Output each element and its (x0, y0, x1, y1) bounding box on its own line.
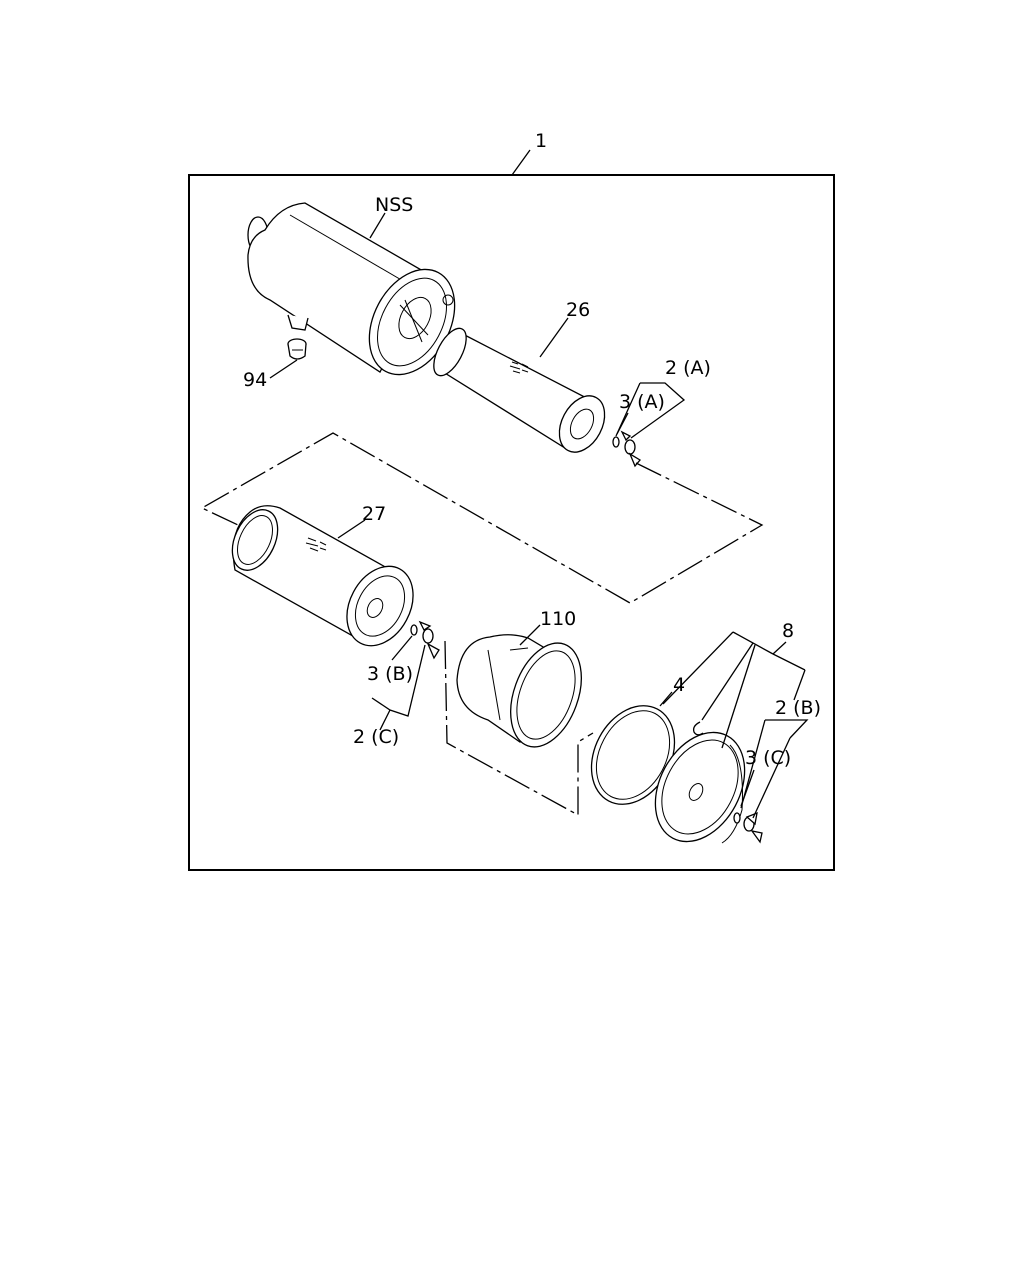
end-cover (654, 731, 746, 844)
callout-nss: NSS (375, 194, 413, 216)
callout-8: 8 (782, 620, 794, 642)
callout-3a: 3 (A) (619, 391, 665, 413)
wing-nut-a (612, 430, 641, 468)
retaining-clip (692, 721, 704, 736)
callout-2c: 2 (C) (353, 726, 399, 748)
callout-94: 94 (243, 369, 267, 391)
callout-3c: 3 (C) (745, 747, 791, 769)
callout-3b: 3 (B) (367, 663, 413, 685)
inner-filter-element (231, 505, 414, 647)
air-cleaner-housing (247, 202, 456, 376)
callout-2a: 2 (A) (665, 357, 711, 379)
outlet-elbow (456, 634, 582, 748)
outer-filter-element (433, 327, 606, 453)
drain-plug (287, 338, 307, 360)
wing-nut-c (733, 811, 763, 844)
callout-1: 1 (535, 130, 547, 152)
callout-2b: 2 (B) (775, 697, 821, 719)
callout-27: 27 (362, 503, 386, 525)
wing-nut-b (410, 620, 440, 660)
callout-26: 26 (566, 299, 590, 321)
callout-110: 110 (540, 608, 576, 630)
assembly-frame (188, 174, 835, 871)
